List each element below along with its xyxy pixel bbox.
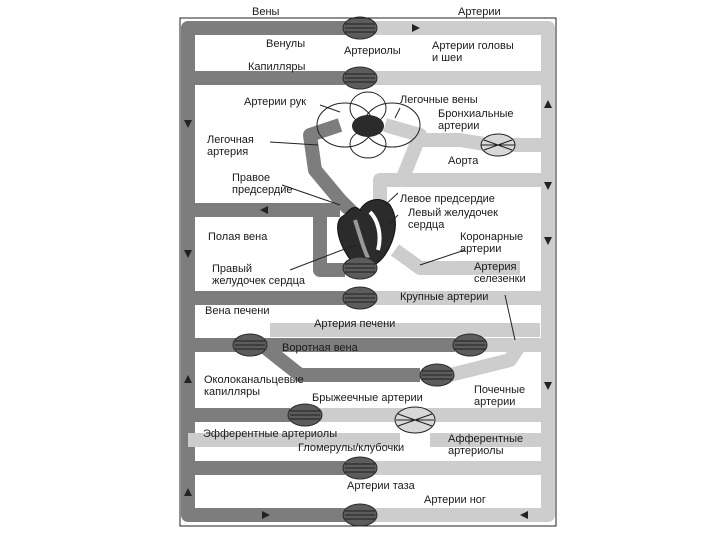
afferent-arterioles-label: Афферентные артериолы xyxy=(448,433,524,457)
coronary-arteries-label: Коронарные артерии xyxy=(460,231,524,255)
capillary-peritubular xyxy=(287,403,323,427)
flow-arrows xyxy=(184,24,552,519)
arrow-up-icon xyxy=(184,375,192,383)
efferent-arterioles-label: Эфферентные артериолы xyxy=(203,428,338,440)
mesenteric-artery-loop xyxy=(448,341,526,382)
arteries-label: Артерии xyxy=(458,6,501,18)
glomeruli-label: Гломерулы/клубочки xyxy=(298,442,405,454)
artery-trunk xyxy=(360,21,555,522)
pulmonary-veins-label: Легочные вены xyxy=(400,94,478,106)
bronchial-path xyxy=(420,133,548,152)
lungs-icon xyxy=(316,91,421,159)
capillary-head xyxy=(342,16,378,40)
veins-label: Вены xyxy=(252,6,280,18)
arterioles-label: Артериолы xyxy=(344,45,401,57)
right-ventricle-label: Правый желудочек сердца xyxy=(212,263,305,287)
arrow-down-icon xyxy=(184,250,192,258)
large-arteries-label: Крупные артерии xyxy=(400,291,489,303)
capillary-pelvis xyxy=(342,456,378,480)
capillary-mesenteric xyxy=(419,363,455,387)
arrow-right-icon xyxy=(412,24,420,32)
capillaries-label: Капилляры xyxy=(248,61,306,73)
venules-label: Венулы xyxy=(266,38,306,50)
arm-arteries-label: Артерии рук xyxy=(244,96,307,108)
coronary-path xyxy=(390,244,520,275)
pulmonary-artery-label: Легочная артерия xyxy=(207,134,254,158)
pulmonary-vein-path xyxy=(383,118,427,188)
renal-arteries-label: Почечные артерии xyxy=(474,384,526,408)
capillary-liver xyxy=(232,333,268,357)
arrow-up-icon xyxy=(544,100,552,108)
hepatic-artery-label: Артерия печени xyxy=(314,318,396,330)
capillary-legs xyxy=(342,503,378,527)
pointer-lines xyxy=(269,104,516,341)
splenic-artery-label: Артерия селезенки xyxy=(474,261,526,285)
head-neck-arteries-label: Артерии головы и шеи xyxy=(432,40,514,64)
arrow-down-icon xyxy=(184,120,192,128)
pelvic-arteries-label: Артерии таза xyxy=(347,480,415,492)
capillary-glomeruli xyxy=(394,406,436,434)
arrow-down-icon xyxy=(544,182,552,190)
arrow-left-icon xyxy=(520,511,528,519)
vena-cava-label: Полая вена xyxy=(208,231,268,243)
capillary-upper xyxy=(342,66,378,90)
arrow-right-icon xyxy=(260,206,268,214)
pulmonary-artery-path xyxy=(303,118,360,220)
mesenteric-vein-loop xyxy=(257,339,420,382)
arrow-down-icon xyxy=(544,237,552,245)
leg-arteries-label: Артерии ног xyxy=(424,494,486,506)
bronchial-arteries-label: Бронхиальные артерии xyxy=(438,108,514,132)
capillary-coronary xyxy=(342,256,378,280)
vein-trunk xyxy=(181,21,360,522)
arrow-down-icon xyxy=(544,382,552,390)
portal-vein-label: Воротная вена xyxy=(282,342,358,354)
capillary-trunk xyxy=(342,286,378,310)
left-ventricle-label: Левый желудочек сердца xyxy=(408,207,498,231)
aorta-label: Аорта xyxy=(448,155,479,167)
capillary-spleen xyxy=(452,333,488,357)
vena-cava-path xyxy=(313,210,345,277)
heart-icon xyxy=(337,199,396,269)
left-atrium-label: Левое предсердие xyxy=(400,193,495,205)
mesenteric-arteries-label: Брыжеечные артерии xyxy=(312,392,423,404)
arrow-left-icon xyxy=(262,511,270,519)
right-atrium-label: Правое предсердие xyxy=(232,172,293,196)
hepatic-vein-label: Вена печени xyxy=(205,305,270,317)
capillary-bronchial xyxy=(480,133,516,157)
diagram-frame xyxy=(179,17,557,527)
arrow-up-icon xyxy=(184,488,192,496)
peritubular-capillaries-label: Околоканальцевые капилляры xyxy=(204,374,304,398)
